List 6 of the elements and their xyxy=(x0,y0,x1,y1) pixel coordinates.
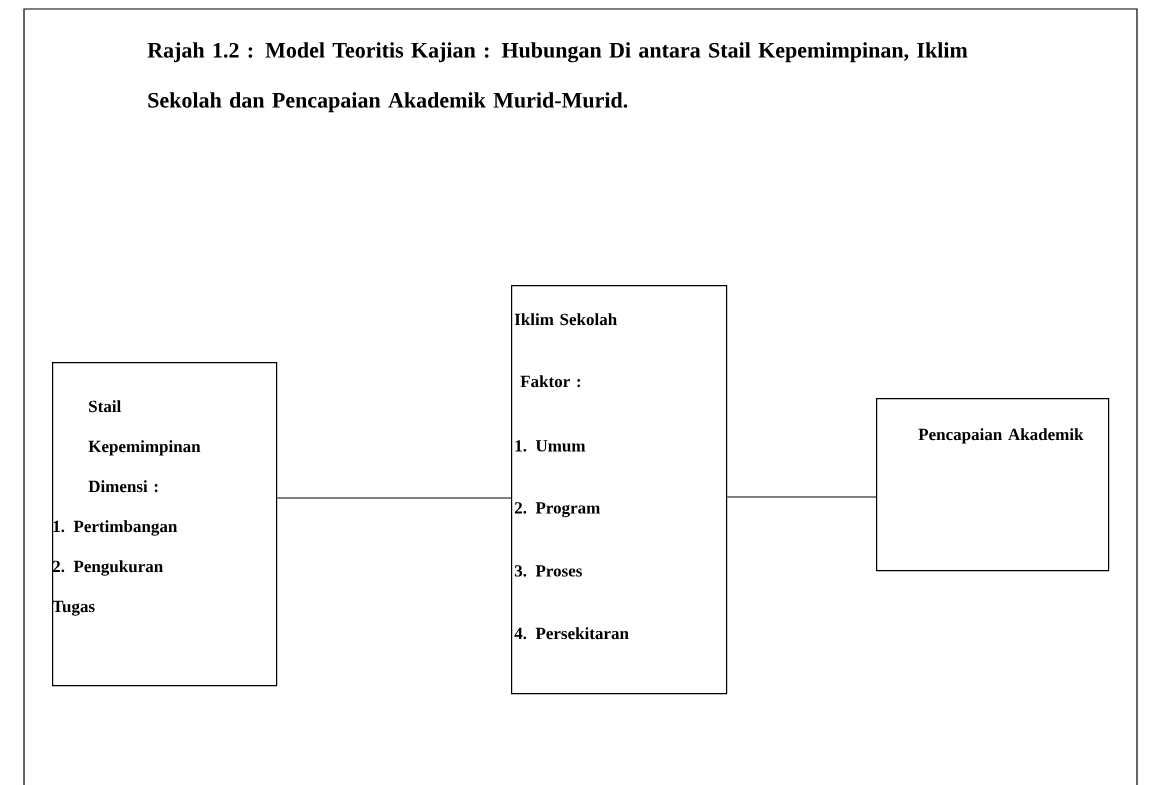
title: Rajah 1.2 : Model Teoritis Kajian : Hubungan Di antara Stail Kepemimpinan, Iklim Sekolah dan Pencapaian Akademik Murid-Murid. xyxy=(147,42,968,113)
text-box: Pencapaian Akademik xyxy=(876,398,1110,572)
connector-line xyxy=(726,496,877,498)
text-box: Iklim Sekolah Faktor : 1. Umum 2. Program 3. Proses 4. Persekitaran xyxy=(511,285,728,695)
text-box: Stail Kepemimpinan Dimensi : 1. Pertimbangan 2. Pengukuran Tugas xyxy=(52,362,278,687)
connector-line xyxy=(276,497,512,499)
